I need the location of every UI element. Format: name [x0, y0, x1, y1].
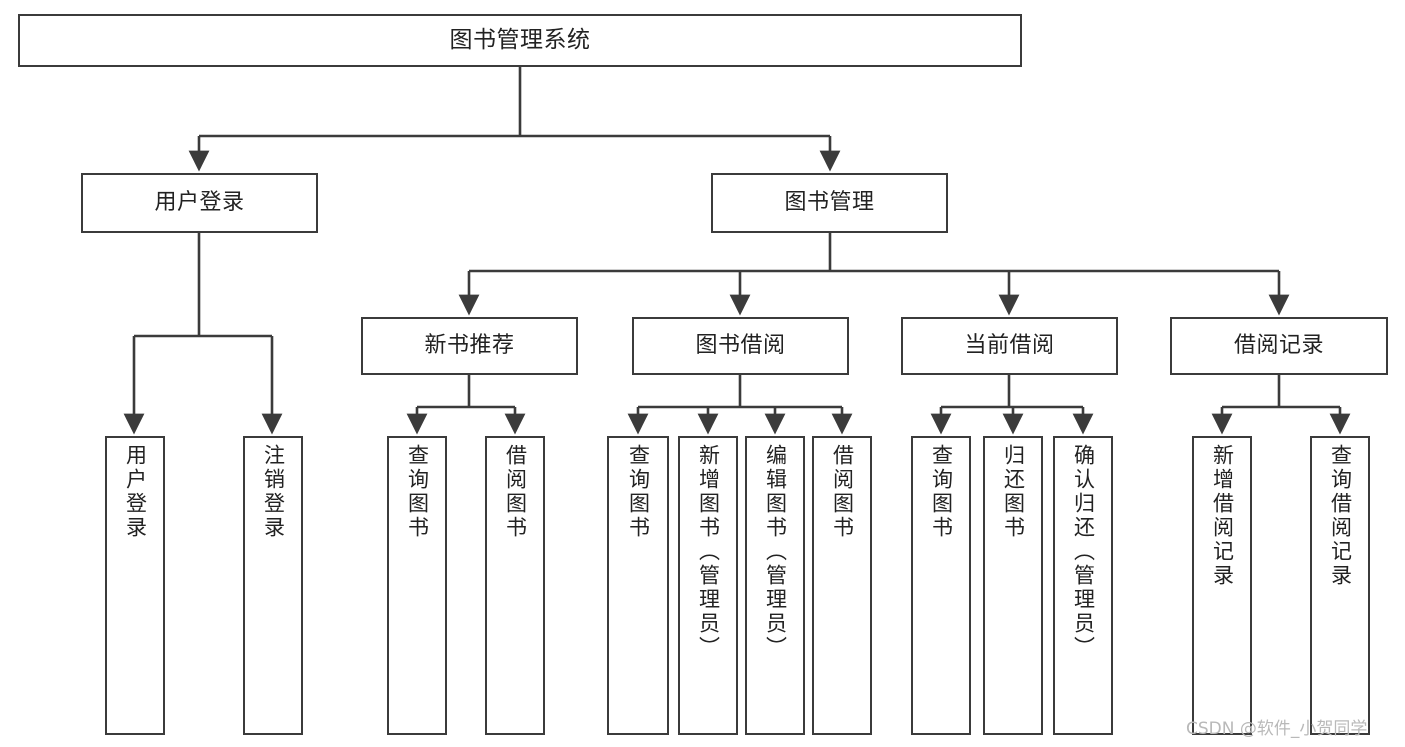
node-book-borrow-label: 图书借阅 [695, 333, 786, 359]
node-leaf-query-record-label: 查询借阅记录 [1328, 444, 1353, 588]
node-leaf-return-book[interactable]: 归还图书 [983, 436, 1043, 735]
node-leaf-user-logout-label: 注销登录 [261, 444, 286, 540]
node-current-borrow-label: 当前借阅 [964, 333, 1055, 359]
node-leaf-add-record-label: 新增借阅记录 [1210, 444, 1235, 588]
node-leaf-query-book-2[interactable]: 查询图书 [607, 436, 669, 735]
node-book-borrow[interactable]: 图书借阅 [632, 317, 849, 375]
node-leaf-edit-book-label: 编辑图书（管理员） [763, 444, 788, 660]
node-leaf-edit-book[interactable]: 编辑图书（管理员） [745, 436, 805, 735]
node-leaf-query-record[interactable]: 查询借阅记录 [1310, 436, 1370, 735]
node-new-book-recommend-label: 新书推荐 [424, 333, 515, 359]
node-borrow-record-label: 借阅记录 [1233, 333, 1324, 359]
node-leaf-return-book-label: 归还图书 [1001, 444, 1026, 540]
node-root-label: 图书管理系统 [449, 27, 591, 54]
node-user-login-label: 用户登录 [154, 190, 245, 216]
node-book-manage-label: 图书管理 [784, 190, 875, 216]
node-leaf-add-record[interactable]: 新增借阅记录 [1192, 436, 1252, 735]
node-leaf-query-book-2-label: 查询图书 [626, 444, 651, 540]
node-leaf-query-book-1[interactable]: 查询图书 [387, 436, 447, 735]
node-current-borrow[interactable]: 当前借阅 [901, 317, 1118, 375]
node-new-book-recommend[interactable]: 新书推荐 [361, 317, 578, 375]
node-leaf-user-login-label: 用户登录 [123, 444, 148, 540]
node-user-login[interactable]: 用户登录 [81, 173, 318, 233]
node-borrow-record[interactable]: 借阅记录 [1170, 317, 1388, 375]
node-book-manage[interactable]: 图书管理 [711, 173, 948, 233]
node-leaf-borrow-book-2-label: 借阅图书 [830, 444, 855, 540]
node-leaf-query-book-3-label: 查询图书 [929, 444, 954, 540]
node-leaf-user-logout[interactable]: 注销登录 [243, 436, 303, 735]
node-leaf-borrow-book-1[interactable]: 借阅图书 [485, 436, 545, 735]
node-root[interactable]: 图书管理系统 [18, 14, 1022, 67]
node-leaf-confirm-return[interactable]: 确认归还（管理员） [1053, 436, 1113, 735]
node-leaf-confirm-return-label: 确认归还（管理员） [1071, 444, 1096, 660]
node-leaf-add-book-label: 新增图书（管理员） [696, 444, 721, 660]
node-leaf-add-book[interactable]: 新增图书（管理员） [678, 436, 738, 735]
node-leaf-borrow-book-1-label: 借阅图书 [503, 444, 528, 540]
node-leaf-user-login[interactable]: 用户登录 [105, 436, 165, 735]
node-leaf-query-book-1-label: 查询图书 [405, 444, 430, 540]
node-leaf-borrow-book-2[interactable]: 借阅图书 [812, 436, 872, 735]
csdn-watermark: CSDN @软件_小贺同学 [1186, 719, 1368, 739]
node-leaf-query-book-3[interactable]: 查询图书 [911, 436, 971, 735]
